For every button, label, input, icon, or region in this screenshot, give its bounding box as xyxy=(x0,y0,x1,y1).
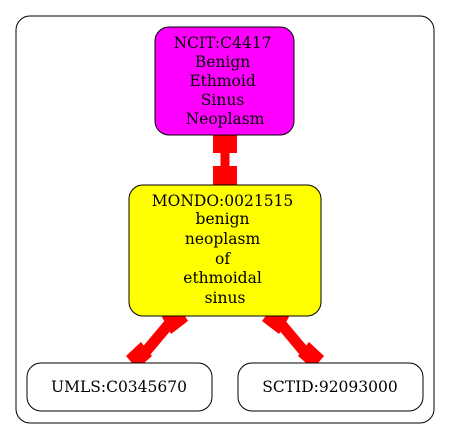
node-ncit[interactable]: NCIT:C4417 Benign Ethmoid Sinus Neoplasm xyxy=(154,26,295,136)
node-sctid-box xyxy=(237,362,424,412)
node-sctid-label: SCTID:92093000 xyxy=(262,378,397,396)
node-mondo-line: sinus xyxy=(205,289,246,307)
node-mondo-box xyxy=(128,184,322,317)
svg-text:NCIT:C4417 Benign: NCIT:C4417 Benign Ethmoid Sinus Neoplasm xyxy=(174,34,277,128)
node-ncit-line: Sinus xyxy=(201,91,245,109)
svg-text:SCTID:92093000: SCTID:92093000 xyxy=(262,378,397,396)
node-mondo[interactable]: MONDO:0021515 benign neoplasm of ethmoid… xyxy=(128,184,322,317)
node-ncit-box xyxy=(154,26,295,136)
node-ncit-line: Ethmoid xyxy=(189,72,256,90)
node-mondo-line: of xyxy=(215,250,231,268)
node-mondo-line: benign xyxy=(196,210,250,228)
node-ncit-line: Benign xyxy=(195,53,250,71)
svg-text:UMLS:C0345670: UMLS:C0345670 xyxy=(51,378,187,396)
node-sctid[interactable]: SCTID:92093000 xyxy=(237,362,424,412)
node-mondo-line: ethmoidal xyxy=(183,269,262,287)
svg-text:MONDO:0021515 benign: MONDO:0021515 benign neoplasm of ethmoid… xyxy=(152,192,298,307)
node-ncit-line: Neoplasm xyxy=(186,110,265,128)
node-umls-box xyxy=(26,362,213,412)
node-mondo-line: neoplasm xyxy=(185,230,261,248)
cluster-boundary xyxy=(15,15,435,424)
node-mondo-line: MONDO:0021515 xyxy=(152,192,294,210)
node-umls[interactable]: UMLS:C0345670 xyxy=(26,362,213,412)
node-ncit-line: NCIT:C4417 xyxy=(174,34,272,52)
edge-ncit-mondo xyxy=(213,131,237,188)
node-umls-label: UMLS:C0345670 xyxy=(51,378,187,396)
